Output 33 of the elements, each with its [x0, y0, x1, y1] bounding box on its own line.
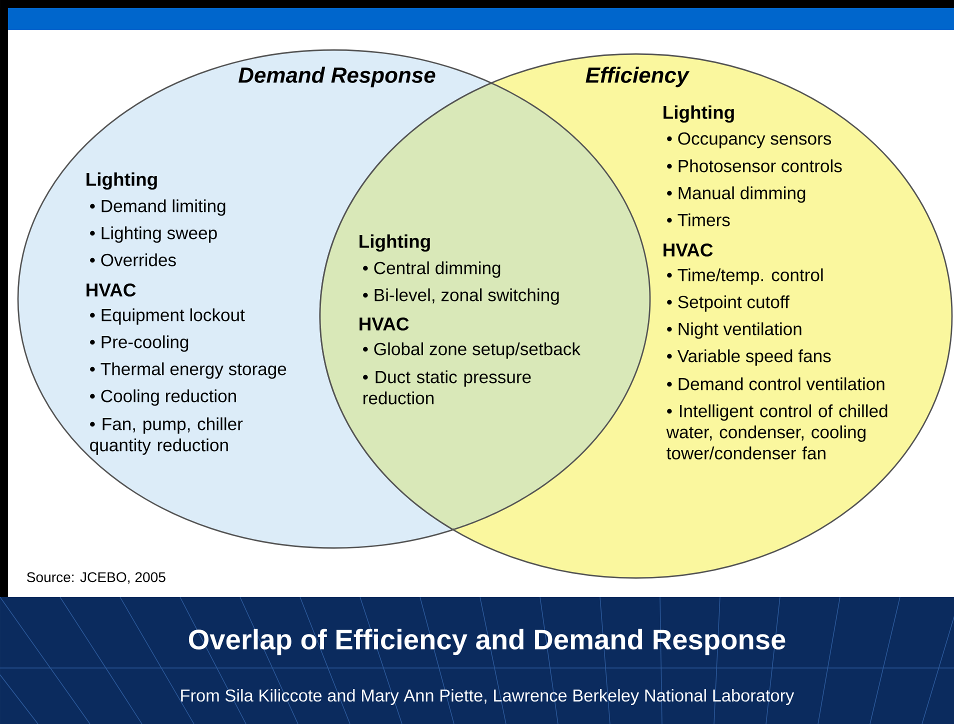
list-item: • Equipment lockout	[90, 308, 245, 325]
list-item: • Cooling reduction	[90, 389, 236, 406]
caption: From Sila Kiliccote and Mary Ann Piette, Lawrence Berkeley National Laboratory	[181, 688, 794, 706]
list-item: • Variable speed fans	[667, 349, 831, 366]
category-heading: HVAC	[360, 318, 409, 331]
circle-heading: Efficiency	[586, 66, 690, 88]
list-item: • Thermal energy storage	[90, 362, 286, 379]
list-item: • Pre-cooling	[90, 335, 188, 352]
source-note: Source: JCEBO, 2005	[27, 572, 166, 584]
list-item: • Demand limiting	[90, 199, 226, 216]
list-item: • Occupancy sensors	[667, 132, 832, 148]
list-item: • Demand control ventilation	[667, 377, 884, 390]
category-heading: HVAC	[86, 284, 136, 297]
list-item: • Photosensor controls	[667, 159, 842, 172]
list-item: • Overrides	[90, 253, 176, 266]
list-item: • Lighting sweep	[90, 226, 217, 243]
list-item: • Intelligent control of chilled water, condenser, cooling tower/condenser fan	[666, 404, 888, 460]
list-item: • Manual dimming	[667, 186, 806, 203]
circle-heading: Demand Response	[238, 66, 436, 88]
list-item: • Setpoint cutoff	[667, 295, 790, 312]
category-heading: Lighting	[86, 172, 157, 190]
slide-title: Overlap of Efficiency and Demand Response	[188, 628, 786, 656]
list-item: • Duct static pressure reduction	[363, 370, 531, 404]
list-item: • Fan, pump, chiller quantity reduction	[90, 417, 243, 455]
list-item: • Bi-level, zonal switching	[363, 288, 559, 305]
list-item: • Central dimming	[363, 261, 500, 278]
category-heading: HVAC	[664, 244, 713, 257]
list-item: • Global zone setup/setback	[363, 342, 580, 359]
list-item: • Timers	[667, 213, 730, 226]
list-item: • Night ventilation	[667, 322, 802, 339]
category-heading: Lighting	[360, 234, 430, 252]
list-item: • Time/temp. control	[667, 268, 823, 285]
category-heading: Lighting	[664, 105, 734, 123]
